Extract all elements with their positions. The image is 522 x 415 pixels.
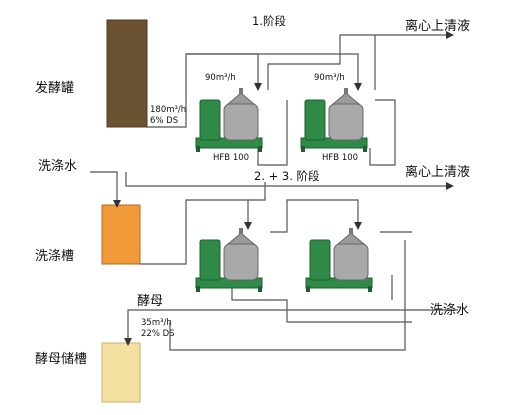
separator-hood bbox=[226, 92, 256, 105]
sep1-overflow-line bbox=[267, 34, 446, 90]
stage23-supernatant-line bbox=[125, 172, 446, 187]
feed-to-sep2-line bbox=[186, 53, 359, 83]
yeast-storage-label: 酵母储槽 bbox=[35, 352, 87, 367]
separator-2 bbox=[300, 88, 368, 152]
separator-foot bbox=[196, 146, 200, 152]
flow-lines bbox=[90, 34, 458, 351]
separator-inlet bbox=[349, 228, 353, 234]
separator-inlet bbox=[239, 228, 243, 234]
flow-arrows bbox=[113, 31, 454, 346]
wash-tank bbox=[101, 204, 141, 265]
separator-bowl bbox=[328, 103, 364, 141]
supernatant-mid-label: 离心上清液 bbox=[405, 164, 470, 180]
separator-motor bbox=[199, 99, 221, 141]
sep1-discharge-line bbox=[257, 100, 288, 166]
separator-foot bbox=[258, 286, 262, 292]
sep2-discharge-line bbox=[369, 99, 396, 166]
arrow-sep2-in bbox=[354, 83, 362, 91]
fermenter-label: 发酵罐 bbox=[35, 80, 74, 96]
yeast-return-line bbox=[169, 240, 406, 351]
separator-motor bbox=[199, 239, 221, 281]
separator-motor bbox=[309, 239, 331, 281]
wash-water-in-label: 洗涤水 bbox=[38, 159, 77, 174]
supernatant-top-label: 离心上清液 bbox=[405, 18, 470, 34]
sep3-to-sep4-line bbox=[270, 199, 359, 233]
arrow-supernatant-top bbox=[446, 31, 454, 39]
separator-3 bbox=[195, 228, 263, 292]
yeast-to-storage-line bbox=[127, 309, 458, 338]
separator-hood bbox=[226, 232, 256, 245]
separator-2-model: HFB 100 bbox=[322, 153, 358, 163]
separator-foot bbox=[363, 146, 367, 152]
sep2-rate-label: 90m³/h bbox=[314, 73, 345, 83]
separator-foot bbox=[368, 286, 372, 292]
feed-rate-label: 180m³/h bbox=[150, 105, 186, 115]
sep1-rate-label: 90m³/h bbox=[205, 73, 236, 83]
yeast-label: 酵母 bbox=[137, 294, 163, 309]
separator-inlet bbox=[344, 88, 348, 94]
separator-4 bbox=[305, 228, 373, 292]
separator-bowl bbox=[223, 103, 259, 141]
yeast-rate-label: 35m³/h bbox=[141, 318, 172, 328]
separator-hood bbox=[336, 232, 366, 245]
separator-1-model: HFB 100 bbox=[213, 153, 249, 163]
sep3-discharge-line bbox=[231, 275, 412, 323]
separator-inlet bbox=[239, 88, 243, 94]
separator-bowl bbox=[223, 243, 259, 281]
arrow-sep4-in bbox=[354, 222, 362, 230]
wash-water-in-line bbox=[90, 171, 118, 200]
separator-motor bbox=[304, 99, 326, 141]
stage-1-label: 1.阶段 bbox=[252, 14, 286, 28]
sep3-up-line bbox=[248, 182, 266, 201]
separator-hood bbox=[331, 92, 361, 105]
separator-foot bbox=[306, 286, 310, 292]
separator-1 bbox=[195, 88, 263, 152]
separator-bowl bbox=[333, 243, 369, 281]
separator-foot bbox=[196, 286, 200, 292]
separator-group bbox=[195, 88, 373, 292]
arrow-supernatant-mid bbox=[446, 182, 454, 190]
separator-foot bbox=[301, 146, 305, 152]
wash-tank-label: 洗涤槽 bbox=[35, 249, 74, 264]
arrow-sep1-in bbox=[254, 83, 262, 91]
arrow-wash-in bbox=[113, 200, 121, 208]
yeast-ds-label: 22% DS bbox=[141, 329, 175, 339]
separator-foot bbox=[258, 146, 262, 152]
wash-to-sep3-line bbox=[140, 199, 249, 265]
stage-23-label: 2. + 3. 阶段 bbox=[254, 169, 320, 183]
fermenter-tank bbox=[106, 19, 148, 128]
arrow-yeast-storage bbox=[124, 338, 132, 346]
yeast-storage-tank bbox=[101, 342, 141, 403]
feed-ds-label: 6% DS bbox=[150, 116, 178, 126]
arrow-sep3-in bbox=[244, 222, 252, 230]
